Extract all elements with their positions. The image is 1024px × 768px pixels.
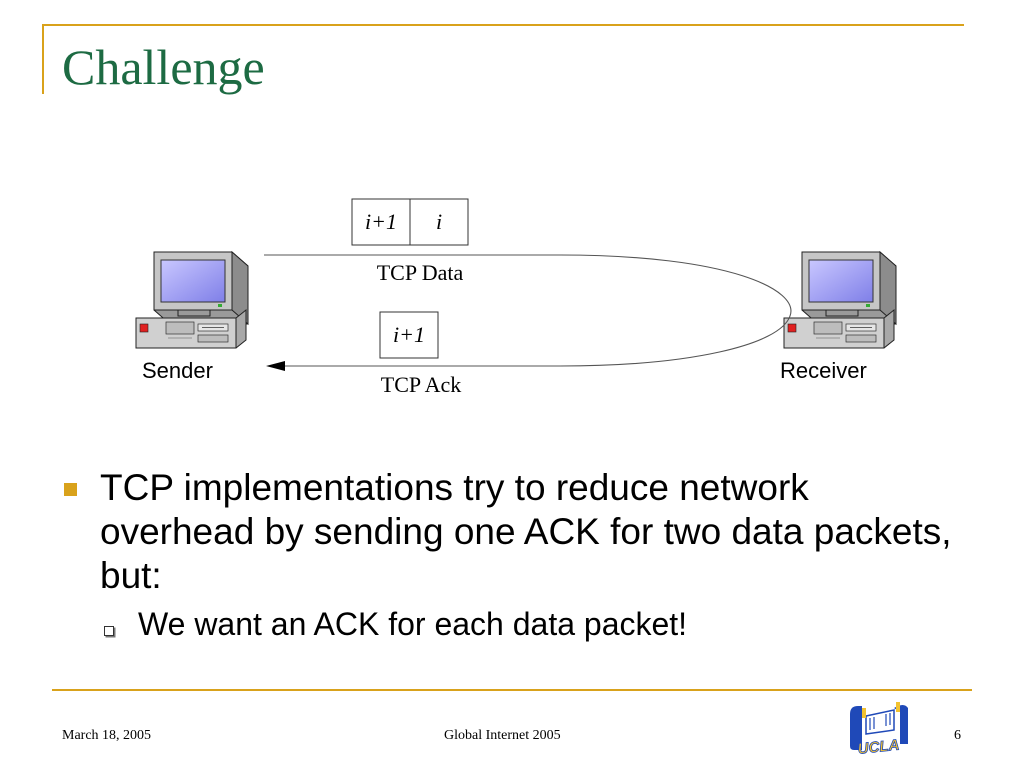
sender-label: Sender bbox=[142, 358, 213, 383]
left-rule bbox=[42, 24, 44, 94]
tcp-ack-label: TCP Ack bbox=[381, 372, 461, 397]
ack-packet: i+1 bbox=[379, 311, 439, 359]
ack-arrowhead bbox=[266, 361, 285, 371]
data-packet-current: i bbox=[436, 209, 442, 234]
page-number: 6 bbox=[954, 728, 961, 743]
bullet-list: TCP implementations try to reduce networ… bbox=[64, 466, 964, 644]
footer-rule bbox=[52, 689, 972, 691]
footer-date: March 18, 2005 bbox=[62, 728, 152, 743]
bullet-item: TCP implementations try to reduce networ… bbox=[64, 466, 964, 598]
sub-bullet-item: We want an ACK for each data packet! bbox=[64, 604, 964, 644]
tcp-ack-diagram: Sender Receiver i+1 i TCP Data i+1 TCP A… bbox=[135, 198, 897, 397]
ucla-logo: UCLA bbox=[850, 702, 908, 758]
data-packet-next: i+1 bbox=[365, 209, 397, 234]
receiver-computer-icon bbox=[783, 251, 897, 349]
square-bullet-icon bbox=[64, 483, 77, 496]
bullet-text: TCP implementations try to reduce networ… bbox=[100, 467, 952, 596]
ack-packet-label: i+1 bbox=[393, 322, 425, 347]
footer-conference: Global Internet 2005 bbox=[444, 728, 561, 743]
receiver-label: Receiver bbox=[780, 358, 867, 383]
slide-title: Challenge bbox=[62, 39, 265, 95]
sender-computer-icon bbox=[135, 251, 249, 349]
hollow-square-bullet-icon bbox=[104, 626, 114, 636]
tcp-data-label: TCP Data bbox=[377, 260, 464, 285]
sub-bullet-text: We want an ACK for each data packet! bbox=[138, 606, 688, 642]
packet-flow-path bbox=[264, 254, 792, 367]
svg-text:UCLA: UCLA bbox=[857, 737, 900, 758]
data-packets: i+1 i bbox=[351, 198, 469, 246]
top-rule bbox=[42, 24, 964, 26]
